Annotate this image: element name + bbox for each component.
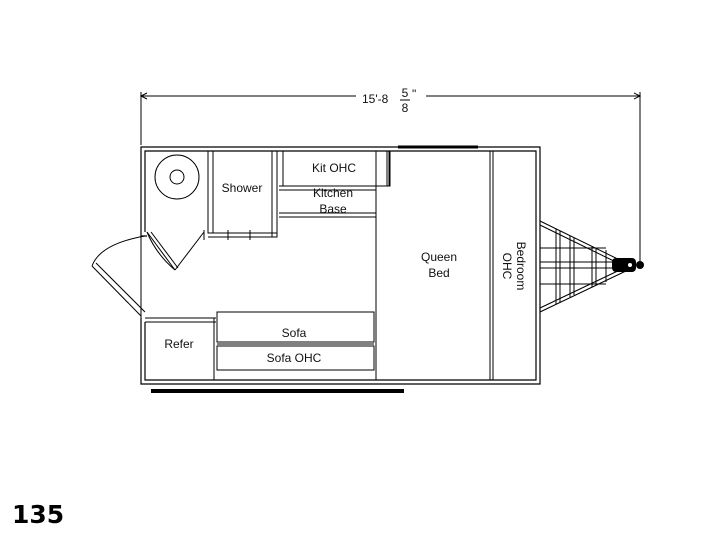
dimension-inch-mark: " bbox=[412, 87, 416, 101]
bathroom-door bbox=[146, 231, 205, 271]
toilet bbox=[154, 154, 200, 200]
kitchen-base-label-line2: Base bbox=[319, 202, 347, 216]
exterior-walls bbox=[140, 145, 541, 385]
bathroom-walls bbox=[203, 150, 278, 240]
queen-bed-label-line1: Queen bbox=[421, 250, 457, 264]
queen-bed-label-line2: Bed bbox=[428, 266, 449, 280]
kitchen-base-label-line1: Kitchen bbox=[313, 186, 353, 200]
sofa-ohc-label: Sofa OHC bbox=[267, 351, 322, 365]
refer-label: Refer bbox=[164, 337, 193, 351]
dimension-numerator: 5 bbox=[402, 86, 409, 100]
bedroom-ohc-label-line1: Bedroom bbox=[514, 242, 528, 291]
hitch-coupler bbox=[612, 258, 644, 272]
trailer-tongue bbox=[539, 220, 629, 313]
sofa-label: Sofa bbox=[282, 326, 307, 340]
refrigerator bbox=[145, 317, 216, 380]
dimension-denominator: 8 bbox=[402, 101, 409, 115]
bedroom-ohc-label-line2: OHC bbox=[500, 253, 514, 280]
shower-label: Shower bbox=[222, 181, 263, 195]
model-number: 135 bbox=[12, 500, 65, 529]
queen-bed bbox=[375, 151, 494, 380]
kit-ohc-label: Kit OHC bbox=[312, 161, 356, 175]
entry-door bbox=[91, 235, 146, 318]
dimension-whole: 15'-8 bbox=[362, 92, 389, 106]
kitchen-cabinets bbox=[279, 150, 391, 218]
dimension-label-mask bbox=[356, 88, 426, 106]
sofa bbox=[216, 311, 375, 371]
bedroom-ohc-label: Bedroom OHC bbox=[500, 242, 528, 291]
